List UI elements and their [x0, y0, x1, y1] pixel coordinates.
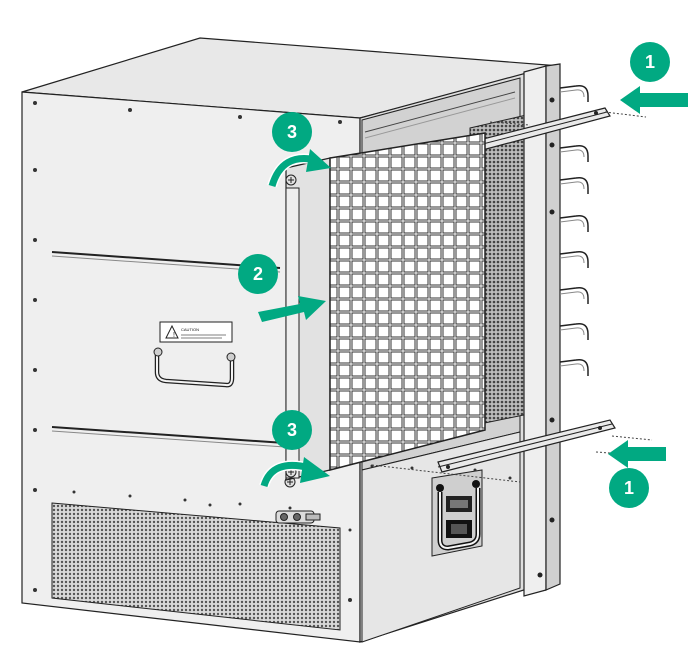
svg-text:1: 1: [645, 52, 655, 72]
callout-3-top: 3: [272, 112, 312, 152]
arrow-insert-top-rail: [620, 86, 688, 114]
captive-screw-top: [285, 174, 297, 186]
chassis-rivets: [33, 101, 352, 602]
callout-2: 2: [238, 254, 278, 294]
arrow-tighten-bottom-screw: [259, 457, 330, 488]
groove-lower: [51, 426, 286, 444]
chassis-handle: [153, 347, 236, 388]
arrow-tighten-top-screw: [267, 149, 331, 188]
svg-text:!: !: [173, 332, 175, 339]
svg-text:3: 3: [287, 122, 297, 142]
callout-1-bottom: 1: [609, 468, 649, 508]
svg-text:3: 3: [287, 420, 297, 440]
caution-text: CAUTION: [181, 327, 199, 332]
svg-text:2: 2: [253, 264, 263, 284]
callout-1-top: 1: [630, 42, 670, 82]
svg-text:1: 1: [624, 478, 634, 498]
fan-tray-grid: [329, 132, 486, 471]
callout-3-bottom: 3: [272, 410, 312, 450]
caution-label: ! CAUTION: [159, 321, 233, 343]
bottom-vent-mesh: [51, 502, 341, 631]
mounting-rail: [523, 63, 561, 597]
fan-tray-front-panel: [285, 132, 486, 481]
arrow-push-fan-tray: [258, 296, 326, 322]
arrow-insert-bottom-rail: [608, 440, 666, 468]
cable-management-hooks: [559, 84, 589, 376]
power-supply-module: [431, 469, 483, 557]
guide-rail-bottom: [371, 419, 653, 483]
